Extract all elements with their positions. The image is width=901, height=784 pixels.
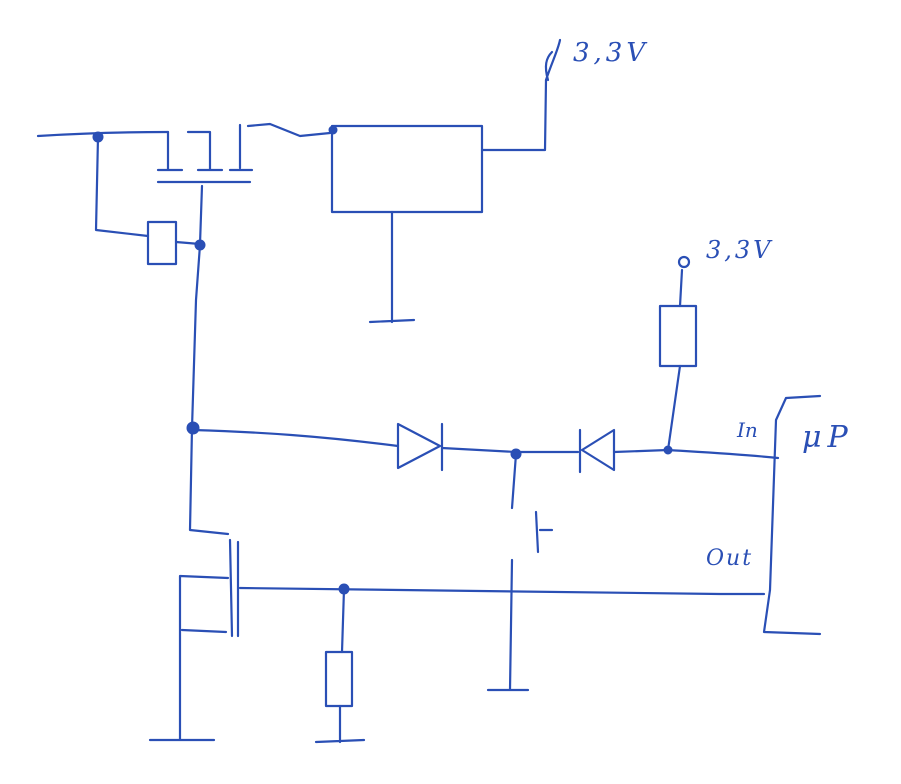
supply-label-pullup: 3,3V (706, 236, 774, 264)
mid-ground (486, 558, 530, 692)
supply-terminal-pullup (677, 255, 691, 269)
transistor-emitter (148, 574, 230, 742)
main-rail (188, 243, 230, 536)
supply-terminal-top (544, 38, 562, 82)
regulator-output (480, 78, 548, 152)
pulldown-wire (340, 587, 346, 654)
supply-label-top: 3,3V (573, 38, 650, 68)
capacitor-1 (156, 130, 224, 172)
pullup-resistor (658, 304, 698, 368)
wire-diode-mid (440, 446, 580, 454)
wire-to-diode-1 (191, 428, 400, 448)
mcu-label: μP (802, 420, 854, 455)
mcu-output-label: Out (706, 546, 754, 571)
bypass-component (146, 220, 178, 266)
mcu-input-label: In (737, 418, 758, 442)
pullup-wire (666, 364, 682, 452)
junction-rail (186, 421, 200, 435)
regulator-ground (368, 210, 416, 324)
transistor-body (228, 538, 240, 638)
bypass-wire (94, 135, 150, 238)
junction-regulator-in (328, 125, 338, 135)
pulldown-resistor (324, 650, 354, 708)
mcu-bracket (762, 394, 822, 636)
wire-to-mcu-in (612, 448, 780, 460)
regulator-block (330, 124, 484, 214)
pullup-top-wire (678, 268, 684, 308)
diode-2 (578, 428, 616, 474)
output-wire (238, 586, 766, 596)
bypass-return (174, 184, 204, 246)
capacitor-2 (228, 122, 332, 172)
mid-capacitor (510, 452, 554, 554)
pulldown-ground (314, 704, 366, 744)
diode-1 (396, 422, 444, 472)
